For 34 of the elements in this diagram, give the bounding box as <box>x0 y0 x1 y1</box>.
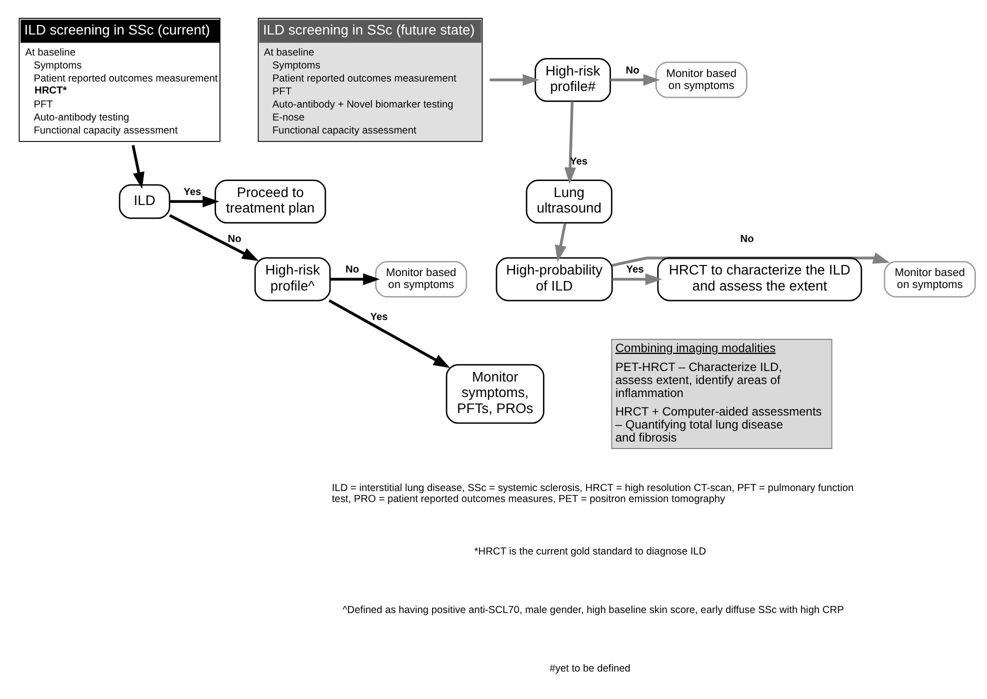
arrow <box>564 100 576 184</box>
node-box: High-probability of ILD <box>496 256 613 301</box>
node-box: ILD <box>118 184 170 218</box>
arrow <box>330 272 380 285</box>
label: *HRCT is the current gold standard to diagnose ILD <box>474 546 706 558</box>
label: #yet to be defined <box>550 662 630 674</box>
node-box: HRCT to characterize the ILD and assess the extent <box>657 256 862 301</box>
arrow <box>132 144 144 188</box>
arrow <box>612 252 890 266</box>
edge-label: No <box>626 64 640 76</box>
arrow <box>169 214 259 261</box>
label: ILD = interstitial lung disease, SSc = systemic sclerosis, HRCT = high resolution CT-scan, PFT = pulmonary function test, PRO = patient reported outcomes measures, PET = positron emission tomography <box>332 482 854 504</box>
arrow <box>612 272 662 285</box>
edge-label: Yes <box>570 156 588 167</box>
node-box: High-risk profile^ <box>254 256 331 301</box>
node-box: Monitor symptoms, PFTs, PROs <box>446 364 544 424</box>
node-box: Monitor based on symptoms <box>884 260 976 297</box>
edge-label: Yes <box>184 186 202 198</box>
edge-label: No <box>228 234 242 245</box>
edge-label: Yes <box>370 311 388 322</box>
arrow <box>170 195 220 207</box>
node-box: High-risk profile# <box>534 57 611 102</box>
arrow <box>490 74 540 86</box>
edge-label: Yes <box>626 264 644 276</box>
label: ^Defined as having positive anti-SCL70, male gender, high baseline skin score, early diffuse SSc with high CRP <box>342 604 844 616</box>
arrow <box>328 298 450 368</box>
arrow <box>610 74 660 86</box>
node-box: Proceed to treatment plan <box>214 179 326 223</box>
edge-label: No <box>740 234 754 245</box>
node-box: Monitor based on symptoms <box>655 61 748 98</box>
edge-label: No <box>346 264 360 276</box>
node-box: Lung ultrasound <box>526 179 612 223</box>
node-box: Monitor based on symptoms <box>375 260 468 297</box>
arrow <box>554 222 566 262</box>
